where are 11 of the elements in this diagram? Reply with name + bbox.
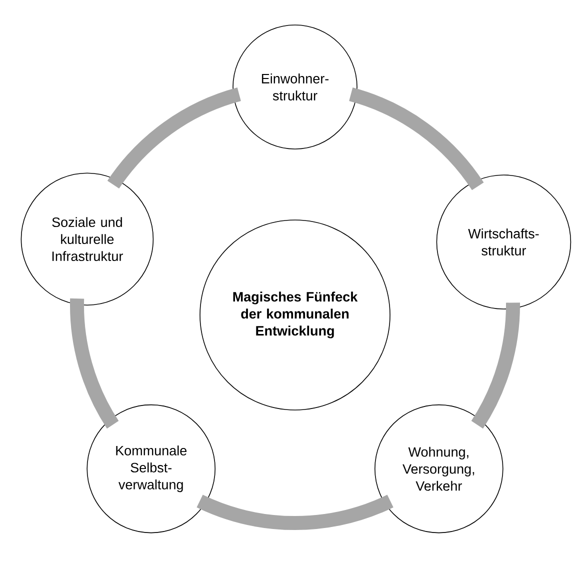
ring-segment xyxy=(196,494,394,530)
ring-segment xyxy=(70,298,119,428)
ring-segment xyxy=(108,88,242,189)
circle-node: Magisches Fünfeck der kommunalen Entwicklung xyxy=(200,220,390,410)
circle-node: Soziale und kulturelle Infrastruktur xyxy=(20,172,154,306)
ring-segment xyxy=(348,88,484,190)
circle-node: Wohnung, Versorgung, Verkehr xyxy=(374,404,504,534)
circle-node: Kommunale Selbst- verwaltung xyxy=(86,404,216,534)
ring-segment xyxy=(471,302,520,428)
circle-node: Wirtschafts- struktur xyxy=(436,174,572,310)
circle-node: Einwohner- struktur xyxy=(232,24,358,150)
